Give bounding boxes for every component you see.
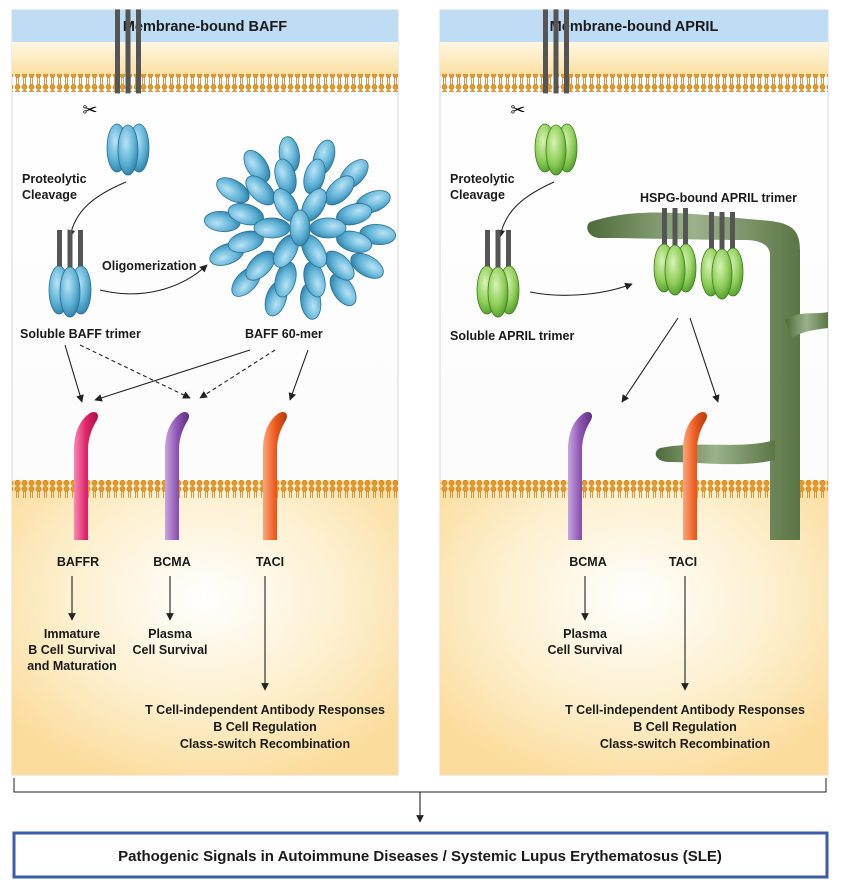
baff-60mer-subunit	[350, 252, 384, 279]
baff-60mer-label: BAFF 60-mer	[245, 327, 323, 341]
baff-60mer-subunit	[245, 250, 276, 281]
taci-receptor	[263, 411, 288, 540]
bcma-outcome-right-1: Plasma	[563, 627, 608, 641]
left-cleavage-label-1: Proteolytic	[22, 172, 87, 186]
taci-outcome-right-1: T Cell-independent Antibody Responses	[565, 703, 805, 717]
bcma-receptor	[165, 411, 190, 540]
oligomerization-label: Oligomerization	[102, 259, 196, 273]
bcma-receptor-right	[568, 411, 593, 540]
baff-60mer-subunit	[245, 175, 276, 206]
conclusion-text: Pathogenic Signals in Autoimmune Disease…	[118, 848, 722, 865]
taci-label: TACI	[256, 555, 284, 569]
right-top-membrane	[440, 74, 828, 92]
left-cleavage-label-2: Cleavage	[22, 188, 77, 202]
left-panel: Membrane-bound BAFF ✂ Proteolytic Cleava…	[11, 9, 399, 776]
right-cleavage-label-2: Cleavage	[450, 188, 505, 202]
bcma-outcome-2: Cell Survival	[132, 643, 207, 657]
baff-60mer-subunit	[216, 177, 250, 204]
baff-60mer-subunit	[324, 175, 355, 206]
taci-outcome-right-3: Class-switch Recombination	[600, 737, 770, 751]
left-top-membrane	[12, 74, 398, 92]
convergence-bracket	[13, 778, 827, 823]
bcma-label: BCMA	[153, 555, 191, 569]
soluble-april-trimer-label: Soluble APRIL trimer	[450, 329, 574, 343]
conclusion-box	[12, 831, 829, 879]
left-panel-header	[12, 10, 398, 42]
right-panel-title: Membrane-bound APRIL	[550, 19, 719, 35]
baffr-outcome-1: Immature	[44, 627, 100, 641]
scissors-icon: ✂	[82, 100, 97, 120]
bcma-label-right: BCMA	[569, 555, 607, 569]
right-panel: Membrane-bound APRIL ✂ Proteolytic Cleav…	[439, 9, 829, 776]
bcma-outcome-1: Plasma	[148, 627, 193, 641]
baff-60mer-subunit	[243, 149, 271, 183]
taci-outcome-2: B Cell Regulation	[213, 720, 316, 734]
baff-60mer-subunit	[253, 217, 291, 239]
taci-outcome-right-2: B Cell Regulation	[633, 720, 736, 734]
baff-60mer-subunit	[309, 217, 347, 239]
taci-outcome-1: T Cell-independent Antibody Responses	[145, 703, 385, 717]
bcma-outcome-right-2: Cell Survival	[547, 643, 622, 657]
taci-label-right: TACI	[669, 555, 697, 569]
baff-60mer-subunit	[329, 273, 357, 307]
right-cleavage-label-1: Proteolytic	[450, 172, 515, 186]
taci-receptor-right	[683, 411, 708, 540]
baffr-receptor	[74, 411, 99, 540]
right-bottom-membrane	[440, 480, 828, 498]
baff-60mer-cluster	[203, 136, 397, 320]
baffr-outcome-2: B Cell Survival	[28, 643, 116, 657]
taci-outcome-3: Class-switch Recombination	[180, 737, 350, 751]
baff-60mer-subunit	[324, 250, 355, 281]
hspg-april-label: HSPG-bound APRIL trimer	[640, 191, 797, 205]
baff-60mer-subunit	[289, 209, 311, 247]
right-panel-header	[440, 10, 828, 42]
left-panel-title: Membrane-bound BAFF	[123, 19, 287, 35]
baffr-outcome-3: and Maturation	[27, 659, 117, 673]
baffr-label: BAFFR	[57, 555, 99, 569]
scissors-icon-right: ✂	[510, 100, 525, 120]
right-cell-interior	[440, 480, 828, 775]
soluble-baff-trimer-label: Soluble BAFF trimer	[20, 327, 141, 341]
left-bottom-membrane	[12, 480, 398, 498]
